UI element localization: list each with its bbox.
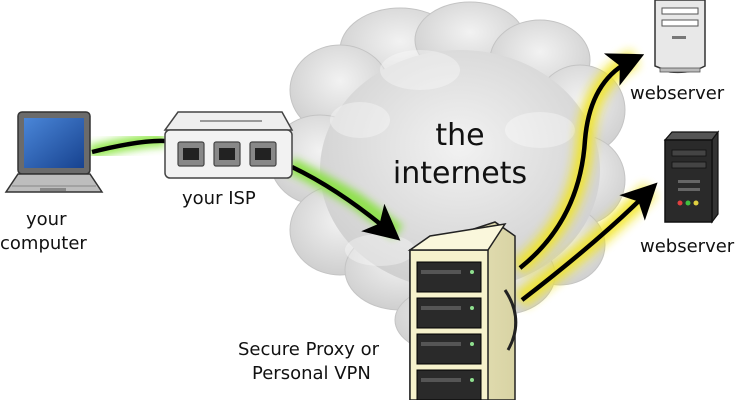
cloud-label-line1: the xyxy=(435,118,485,153)
laptop-isp-line xyxy=(91,138,166,155)
laptop-icon xyxy=(4,111,104,193)
server-rack-icon xyxy=(407,221,518,400)
connection-arrows xyxy=(91,53,658,302)
webserver-tower-icon-bottom xyxy=(663,130,720,224)
cloud-label-line2: internets xyxy=(392,156,528,191)
computer-label-line1: your xyxy=(26,209,67,230)
computer-label-line2: computer xyxy=(0,233,87,254)
proxy-webserver-top-arrow xyxy=(518,53,645,270)
webserver-top-label: webserver xyxy=(630,83,725,104)
router-icon xyxy=(163,111,294,179)
webserver-bottom-label: webserver xyxy=(640,236,735,257)
webserver-tower-icon-top xyxy=(654,0,706,74)
proxy-label-line2: Personal VPN xyxy=(252,363,371,384)
proxy-webserver-bottom-arrow xyxy=(520,182,658,302)
proxy-label-line1: Secure Proxy or xyxy=(238,339,380,360)
isp-proxy-arrow xyxy=(291,164,401,241)
isp-label: your ISP xyxy=(182,188,256,209)
